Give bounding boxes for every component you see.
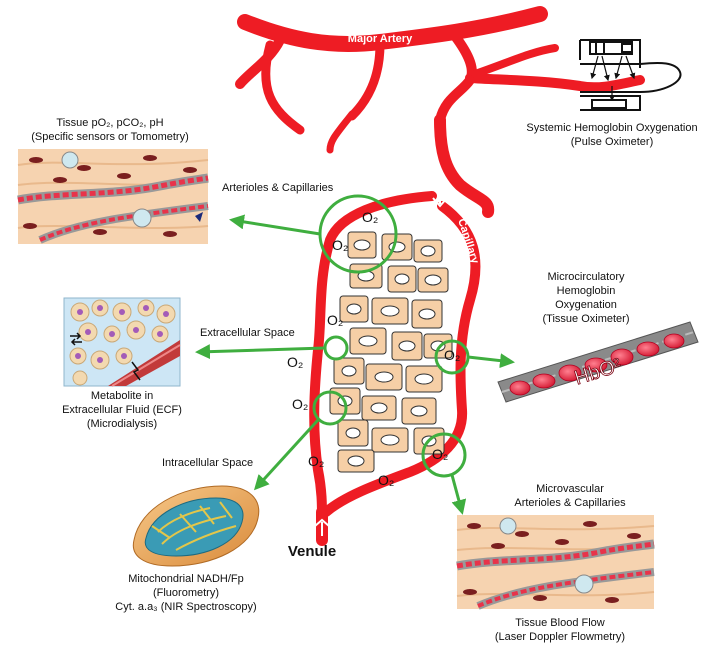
o2-label: O₂: [327, 312, 343, 328]
o2-label: O₂: [378, 472, 394, 488]
cell-nuclei: [337, 239, 446, 467]
capillary-right: [321, 201, 481, 517]
tissue-histology-image-bottom: [456, 515, 655, 610]
o2-label: O₂: [287, 354, 303, 370]
capillary-hbo2-image: [497, 321, 699, 403]
arteriole: [434, 114, 495, 218]
systemic-label-line1: Systemic Hemoglobin Oxygenation: [526, 122, 697, 134]
metabolite-label-line2: Extracellular Fluid (ECF): [62, 404, 182, 416]
microcirculatory-label-line2: Hemoglobin: [557, 285, 616, 297]
flow-arrows: [314, 188, 448, 536]
extracellular-circle: [323, 335, 349, 361]
tissue-po2-label-line1: Tissue pO₂, pCO₂, pH: [56, 117, 163, 129]
microvascular-label-line1: Microvascular: [536, 483, 604, 495]
o2-label: O₂: [332, 237, 348, 253]
capillary-label: Capillary: [455, 217, 481, 266]
intracellular-circle: [312, 390, 348, 426]
mitochondrion-image: [132, 485, 260, 567]
systemic-label-line2: (Pulse Oximeter): [571, 136, 654, 148]
o2-label: O₂: [362, 209, 378, 225]
o2-label: O₂: [432, 446, 448, 462]
mitochondrial-label-line3: Cyt. a.a₃ (NIR Spectroscopy): [115, 601, 256, 613]
tissue-po2-label-line2: (Specific sensors or Tomometry): [31, 131, 189, 143]
arterioles-capillaries-label: Arterioles & Capillaries: [222, 182, 334, 194]
blood-flow-label-line2: (Laser Doppler Flowmetry): [495, 631, 625, 643]
vessel-tree: [235, 6, 645, 546]
microcirculatory-label-line1: Microcirculatory: [547, 271, 625, 283]
o2-label: O₂: [308, 453, 324, 469]
blood-flow-label-line1: Tissue Blood Flow: [515, 617, 605, 629]
microcirculatory-label-line3: Oxygenation: [555, 299, 617, 311]
extracellular-space-label: Extracellular Space: [200, 327, 295, 339]
metabolite-label-line3: (Microdialysis): [87, 418, 157, 430]
pulse-oximeter-illustration: [579, 39, 682, 111]
venule-label: Venule: [288, 543, 336, 560]
o2-labels: O₂ O₂ O₂ O₂ O₂ O₂ O₂ O₂ O₂: [287, 209, 460, 488]
o2-label: O₂: [292, 396, 308, 412]
mitochondrial-label-line1: Mitochondrial NADH/Fp: [128, 573, 244, 585]
capillary-left: [309, 191, 437, 523]
tissue-histology-image-top: [17, 149, 209, 244]
ecf-microdialysis-image: [63, 297, 181, 387]
metabolite-label-line1: Metabolite in: [91, 390, 153, 402]
measurement-arrows: [195, 214, 515, 515]
intracellular-space-label: Intracellular Space: [162, 457, 253, 469]
major-artery-label: Major Artery: [348, 33, 413, 45]
microcirculatory-label-line4: (Tissue Oximeter): [543, 313, 630, 325]
mitochondrial-label-line2: (Fluorometry): [153, 587, 219, 599]
microvascular-circle: [421, 432, 467, 478]
microvascular-label-line2: Arterioles & Capillaries: [514, 497, 626, 509]
o2-label: O₂: [444, 347, 460, 363]
